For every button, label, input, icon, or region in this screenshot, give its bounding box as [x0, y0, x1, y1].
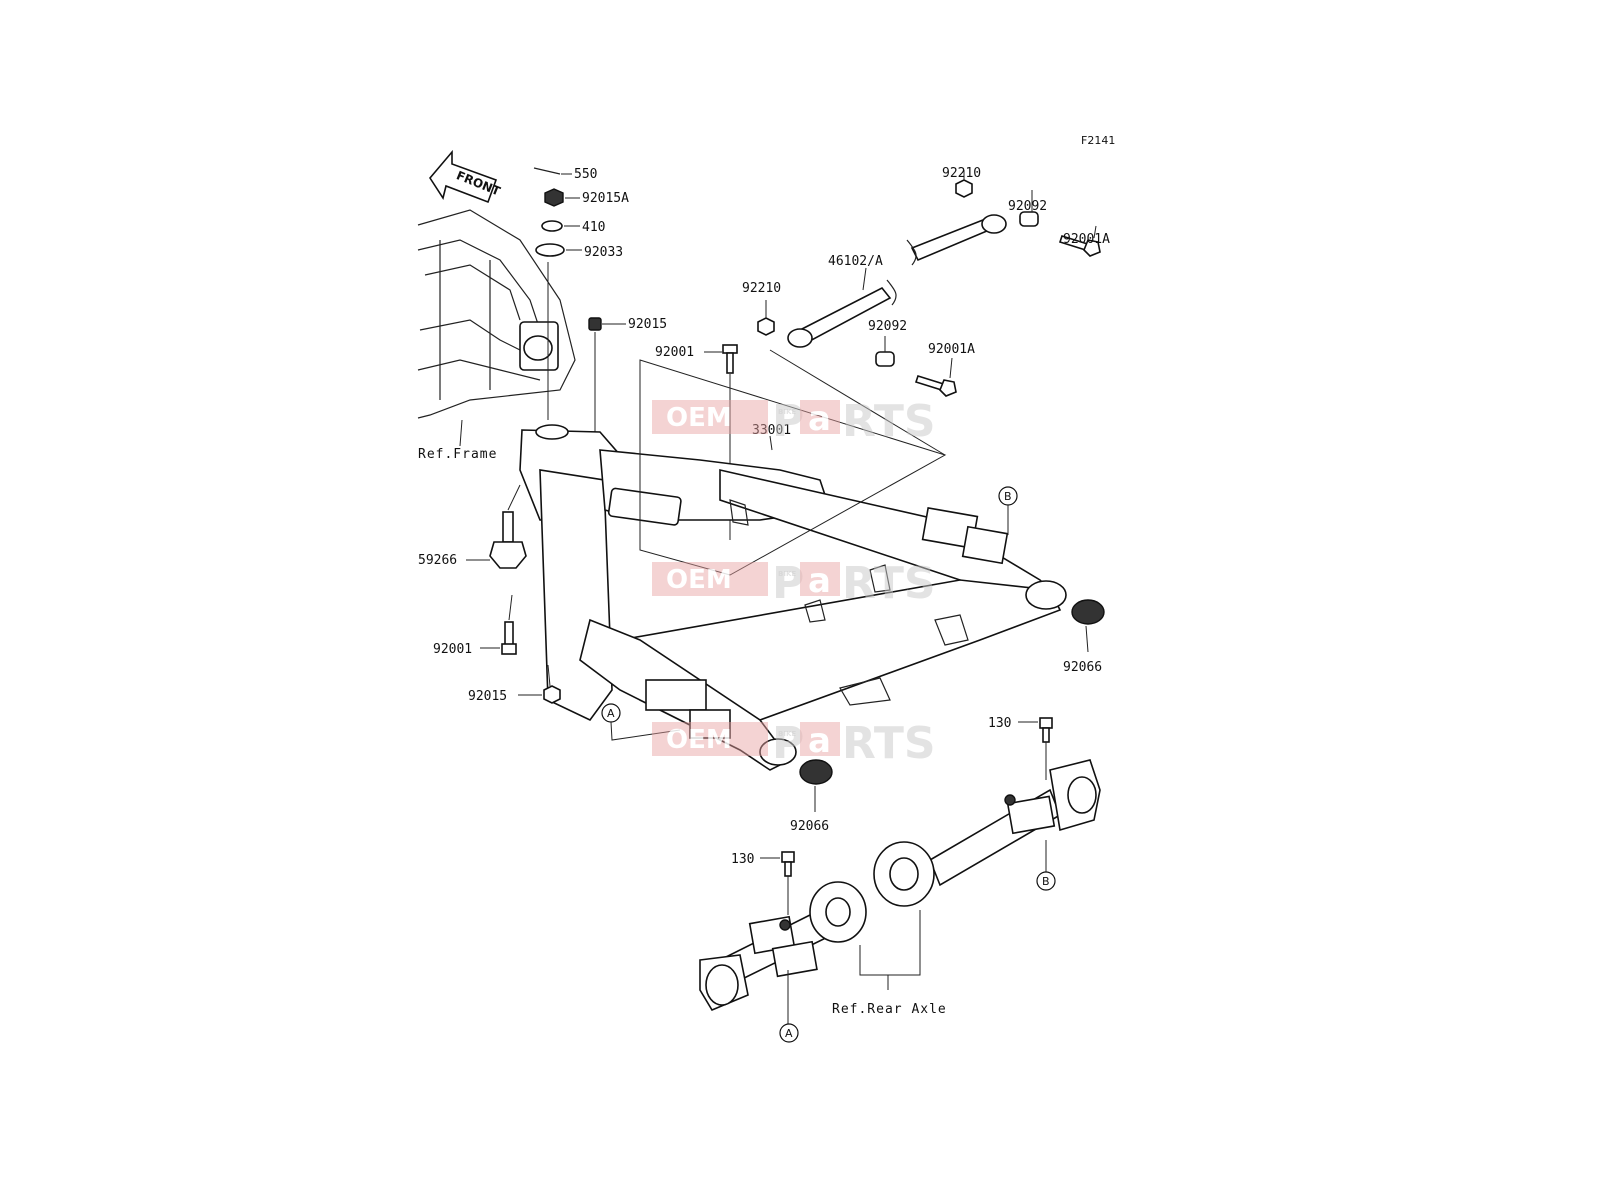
rear-axle-housing-left: [699, 881, 867, 1012]
watermark-middle-rts: RTS: [842, 558, 936, 609]
label-92001-left: 92001: [433, 642, 472, 657]
label-130-left: 130: [731, 852, 754, 867]
watermark-middle-p: P: [772, 558, 804, 609]
watermark-top-bike: BIKE: [778, 408, 796, 416]
watermark-bottom-p: P: [772, 718, 804, 769]
nut-92015-top: [588, 317, 626, 490]
watermark-bottom-bike: BIKE: [778, 730, 796, 738]
cap-92066-bottom: [799, 759, 833, 812]
marker-b-axle-text: B: [1042, 875, 1050, 888]
rod-46102A: [769, 214, 1007, 456]
castle-nut-92015A: [544, 188, 580, 207]
label-92015-top: 92015: [628, 317, 667, 332]
watermark-middle-bike: BIKE: [778, 570, 796, 578]
nut-92210-top: [955, 170, 973, 198]
circlip-92033: [535, 243, 582, 257]
label-46102A: 46102/A: [828, 254, 883, 269]
ref-frame-label: Ref.Frame: [418, 447, 497, 462]
label-410: 410: [582, 220, 605, 235]
nut-92210-mid: [757, 300, 775, 336]
label-92210-mid: 92210: [742, 281, 781, 296]
label-92092-mid: 92092: [868, 319, 907, 334]
label-92015-left: 92015: [468, 689, 507, 704]
marker-b-frame: B: [998, 486, 1018, 535]
nut-92015-left: [518, 664, 561, 704]
ref-frame-drawing: [417, 209, 576, 419]
mount-59266: [466, 484, 527, 569]
label-92066-right: 92066: [1063, 660, 1102, 675]
marker-a-frame: A: [601, 703, 681, 741]
watermark-middle: OEM BIKE P a RTS: [652, 558, 936, 609]
bolt-92001-left: [480, 594, 517, 655]
label-59266: 59266: [418, 553, 457, 568]
bolt-130-right: [1018, 717, 1053, 780]
label-92210-top: 92210: [942, 166, 981, 181]
watermark-middle-a: a: [808, 561, 831, 601]
watermark-bottom-a: a: [808, 721, 831, 761]
ref-rear-axle-label: Ref.Rear Axle: [832, 1002, 947, 1017]
watermark-top-rts: RTS: [842, 396, 936, 447]
label-92001A-top: 92001A: [1063, 232, 1110, 247]
front-arrow-icon: FRONT: [429, 149, 503, 204]
label-92015A: 92015A: [582, 191, 629, 206]
marker-a-axle-text: A: [785, 1027, 793, 1040]
watermark-middle-oem: OEM: [666, 565, 732, 595]
cap-92066-right: [1071, 599, 1105, 653]
diagram-code: F2141: [1081, 134, 1115, 147]
swingarm-33001: [519, 424, 1067, 771]
bolt-92001A-mid: [914, 357, 957, 397]
washer-410: [541, 220, 580, 232]
watermark-bottom: OEM BIKE P a RTS: [652, 718, 936, 769]
watermark-bottom-oem: OEM: [666, 725, 732, 755]
marker-b-axle: B: [1036, 840, 1056, 891]
cotter-pin-550: [533, 167, 572, 175]
watermark-bottom-rts: RTS: [842, 718, 936, 769]
label-92001-top: 92001: [655, 345, 694, 360]
watermark-top-a: a: [808, 399, 831, 439]
collar-92092-mid: [875, 336, 895, 367]
watermark-top-oem: OEM: [666, 403, 732, 433]
label-92092-top: 92092: [1008, 199, 1047, 214]
bolt-92001A-top: [1058, 225, 1101, 257]
watermark-top: OEM BIKE P a RTS: [652, 396, 936, 447]
label-130-right: 130: [988, 716, 1011, 731]
marker-a-frame-text: A: [607, 707, 615, 720]
label-92001A-mid: 92001A: [928, 342, 975, 357]
label-92066-bottom: 92066: [790, 819, 829, 834]
collar-92092-top: [1019, 190, 1039, 227]
label-33001: 33001: [752, 423, 791, 438]
label-92033: 92033: [584, 245, 623, 260]
watermark-top-p: P: [772, 396, 804, 447]
label-550: 550: [574, 167, 597, 182]
marker-b-frame-text: B: [1004, 490, 1012, 503]
rear-axle-housing-right: [873, 759, 1101, 907]
bolt-130-left: [760, 851, 795, 915]
marker-a-axle: A: [779, 970, 799, 1043]
